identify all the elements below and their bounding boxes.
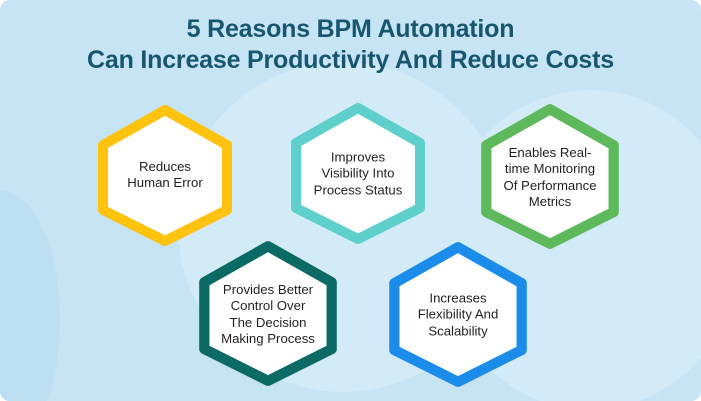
reason-label-3: Enables Real- time Monitoring Of Perform… <box>503 144 597 210</box>
reason-card-4[interactable]: Provides Better Control Over The Decisio… <box>188 236 348 388</box>
reason-card-2[interactable]: Improves Visibility Into Process Status <box>281 98 435 246</box>
reason-card-5[interactable]: Increases Flexibility And Scalability <box>378 237 538 389</box>
reason-card-3[interactable]: Enables Real- time Monitoring Of Perform… <box>470 99 630 251</box>
reason-label-5: Increases Flexibility And Scalability <box>417 290 499 339</box>
reason-label-2: Improves Visibility Into Process Status <box>313 149 403 198</box>
background-circle-left <box>0 190 60 401</box>
page-title: 5 Reasons BPM Automation Can Increase Pr… <box>87 15 614 74</box>
reason-label-4: Provides Better Control Over The Decisio… <box>221 281 315 347</box>
reason-label-1: Reduces Human Error <box>127 158 203 191</box>
reason-card-1[interactable]: Reduces Human Error <box>88 100 242 248</box>
